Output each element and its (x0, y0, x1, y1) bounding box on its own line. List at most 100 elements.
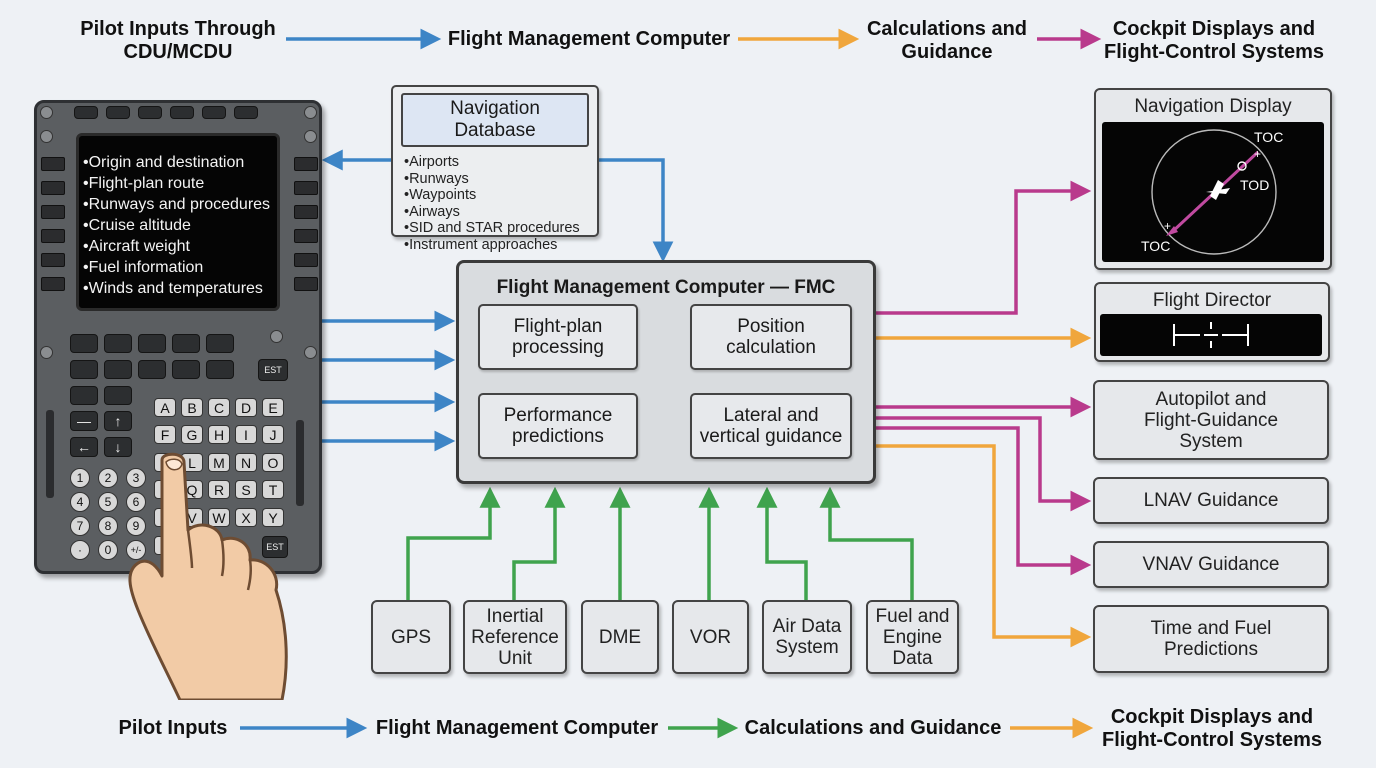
cdu-function-key[interactable] (138, 106, 162, 119)
letter-key-o[interactable]: O (262, 453, 284, 472)
cdu-mode-key[interactable] (206, 360, 234, 379)
line-select-key-left-5[interactable] (41, 253, 65, 267)
letter-key-l[interactable]: L (181, 453, 203, 472)
letter-key-e[interactable]: E (262, 398, 284, 417)
cdu-mode-key[interactable] (138, 334, 166, 353)
line-select-key-left-3[interactable] (41, 205, 65, 219)
flight-director-title: Flight Director (1152, 290, 1272, 311)
line-select-key-left-2[interactable] (41, 181, 65, 195)
left-arrow-key[interactable]: ← (70, 437, 98, 457)
svg-text:+: + (1254, 147, 1261, 161)
time-fuel-predictions-box: Time and Fuel Predictions (1093, 605, 1329, 673)
fuel-engine-label: Fuel and Engine Data (875, 605, 950, 669)
gps-label: GPS (390, 626, 432, 648)
cdu-mode-key[interactable] (206, 334, 234, 353)
navdb-to-fmc-arrow (599, 158, 674, 263)
digit-key-2[interactable]: 2 (98, 468, 118, 488)
letter-key-h[interactable]: H (208, 425, 230, 444)
decimal-key[interactable]: · (70, 540, 90, 560)
letter-key-n[interactable]: N (235, 453, 257, 472)
cdu-function-key[interactable] (234, 106, 258, 119)
navdb-item: Runways (404, 171, 589, 188)
performance-predictions-box: Performance predictions (478, 393, 638, 459)
digit-key-9[interactable]: 9 (126, 516, 146, 536)
letter-key-t[interactable]: T (262, 480, 284, 499)
cdu-screen-item: Cruise altitude (83, 215, 277, 236)
autopilot-box: Autopilot and Flight-Guidance System (1093, 380, 1329, 460)
letter-key-m[interactable]: M (208, 453, 230, 472)
digit-key-7[interactable]: 7 (70, 516, 90, 536)
line-select-key-right-6[interactable] (294, 277, 318, 291)
navdb-item: SID and STAR procedures (404, 220, 589, 237)
cdu-mode-key[interactable] (70, 334, 98, 353)
lnav-guidance-box: LNAV Guidance (1093, 477, 1329, 524)
line-select-key-right-4[interactable] (294, 229, 318, 243)
line-select-key-left-6[interactable] (41, 277, 65, 291)
digit-key-5[interactable]: 5 (98, 492, 118, 512)
cdu-mode-key[interactable] (104, 334, 132, 353)
top-flow-cockpit-displays: Cockpit Displays and Flight-Control Syst… (1103, 18, 1324, 63)
digit-key-4[interactable]: 4 (70, 492, 90, 512)
line-select-key-right-5[interactable] (294, 253, 318, 267)
letter-key-c[interactable]: C (208, 398, 230, 417)
cdu-screen-item: Winds and temperatures (83, 278, 277, 299)
plus-minus-key[interactable]: +/- (126, 540, 146, 560)
letter-key-b[interactable]: B (181, 398, 203, 417)
line-select-key-right-1[interactable] (294, 157, 318, 171)
cdu-function-key[interactable] (170, 106, 194, 119)
fd-crosshair-graphic (1173, 322, 1249, 348)
cdu-function-key[interactable] (202, 106, 226, 119)
line-select-key-right-3[interactable] (294, 205, 318, 219)
screw (40, 106, 53, 119)
exec-key[interactable]: EST (258, 359, 288, 381)
letter-key-s[interactable]: S (235, 480, 257, 499)
letter-key-w[interactable]: W (208, 508, 230, 527)
digit-key-1[interactable]: 1 (70, 468, 90, 488)
line-select-key-right-2[interactable] (294, 181, 318, 195)
cdu-function-key[interactable] (74, 106, 98, 119)
screw (304, 346, 317, 359)
cdu-screen-item: Runways and procedures (83, 194, 277, 215)
cdu-mode-key[interactable] (70, 360, 98, 379)
letter-key-r[interactable]: R (208, 480, 230, 499)
digit-key-8[interactable]: 8 (98, 516, 118, 536)
line-select-key-left-4[interactable] (41, 229, 65, 243)
minus-key[interactable]: — (70, 411, 98, 431)
line-select-key-left-1[interactable] (41, 157, 65, 171)
letter-key-i[interactable]: I (235, 425, 257, 444)
autopilot-label: Autopilot and Flight-Guidance System (1143, 388, 1279, 452)
letter-key-j[interactable]: J (262, 425, 284, 444)
letter-key-x[interactable]: X (235, 508, 257, 527)
fmc-to-nd-arrow (876, 180, 1092, 315)
up-arrow-key[interactable]: ↑ (104, 411, 132, 431)
letter-key-d[interactable]: D (235, 398, 257, 417)
navdb-item: Airports (404, 154, 589, 171)
cdu-mode-key[interactable] (172, 360, 200, 379)
down-arrow-key[interactable]: ↓ (104, 437, 132, 457)
digit-key-3[interactable]: 3 (126, 468, 146, 488)
top-flow-pilot-inputs: Pilot Inputs Through CDU/MCDU (80, 18, 276, 63)
navdb-item: Instrument approaches (404, 237, 589, 254)
navigation-display-title: Navigation Display (1134, 96, 1292, 117)
cdu-mode-key[interactable] (104, 360, 132, 379)
cdu-mode-key[interactable] (172, 334, 200, 353)
letter-key-a[interactable]: A (154, 398, 176, 417)
exec-key-bottom[interactable]: EST (262, 536, 288, 558)
cdu-screen-item: Fuel information (83, 257, 277, 278)
cdu-mode-key[interactable] (138, 360, 166, 379)
lateral-vertical-guidance-label: Lateral and vertical guidance (699, 405, 843, 447)
digit-key-0[interactable]: 0 (98, 540, 118, 560)
letter-key-f[interactable]: F (154, 425, 176, 444)
cdu-mode-key[interactable] (104, 386, 132, 405)
performance-predictions-label: Performance predictions (503, 405, 613, 447)
letter-key-y[interactable]: Y (262, 508, 284, 527)
vor-box: VOR (672, 600, 749, 674)
digit-key-6[interactable]: 6 (126, 492, 146, 512)
navigation-database-panel: Navigation Database Airports Runways Way… (391, 85, 599, 253)
position-calculation-label: Position calculation (726, 316, 816, 358)
cdu-function-key[interactable] (106, 106, 130, 119)
bottom-flow-fmc: Flight Management Computer (375, 717, 659, 739)
flight-plan-processing-label: Flight-plan processing (512, 316, 604, 358)
cdu-mode-key[interactable] (70, 386, 98, 405)
letter-key-g[interactable]: G (181, 425, 203, 444)
